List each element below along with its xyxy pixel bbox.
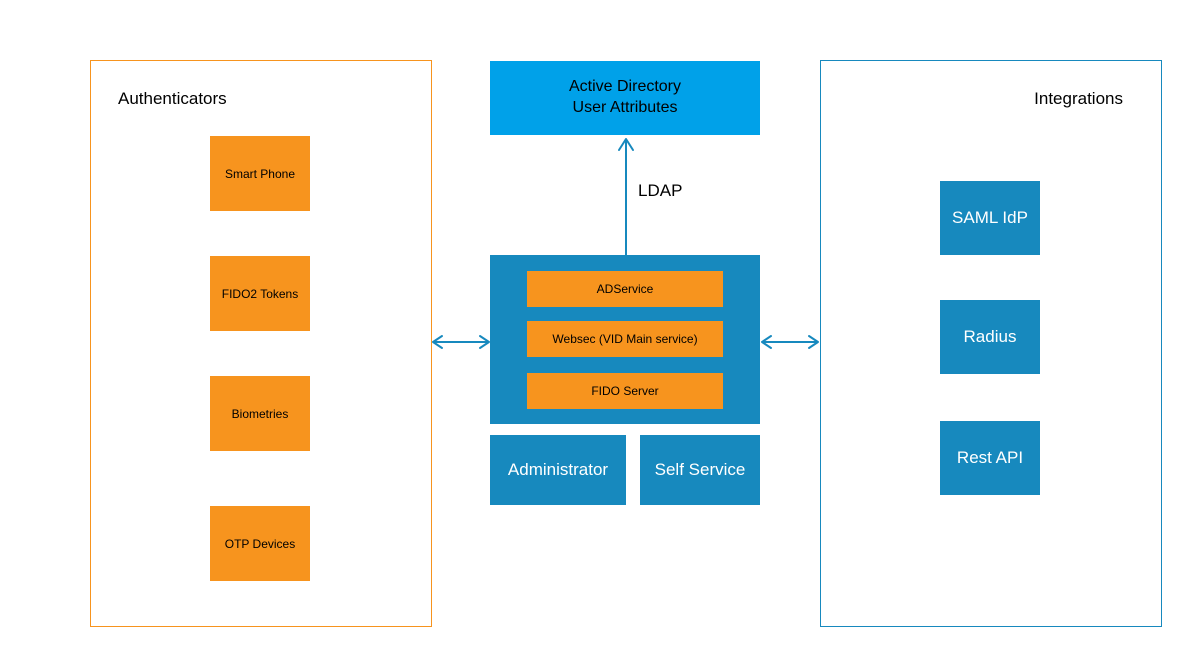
authenticator-smart-phone[interactable]: Smart Phone xyxy=(210,136,310,211)
authenticator-otp-devices[interactable]: OTP Devices xyxy=(210,506,310,581)
service-label: ADService xyxy=(596,282,654,296)
integration-saml-idp[interactable]: SAML IdP xyxy=(940,181,1040,255)
ldap-label: LDAP xyxy=(638,181,683,200)
integrations-panel[interactable]: Integrations SAML IdP Radius Rest API xyxy=(820,60,1162,627)
console-label: Self Service xyxy=(654,460,746,479)
ldap-arrow xyxy=(618,138,634,256)
active-directory-box[interactable]: Active Directory User Attributes xyxy=(490,61,760,135)
authenticator-label: OTP Devices xyxy=(224,536,296,551)
active-directory-line2: User Attributes xyxy=(572,99,678,116)
integration-rest-api[interactable]: Rest API xyxy=(940,421,1040,495)
service-label: FIDO Server xyxy=(591,384,659,398)
authenticator-label: FIDO2 Tokens xyxy=(221,286,299,301)
authenticator-label: Smart Phone xyxy=(224,166,296,181)
active-directory-line1: Active Directory xyxy=(568,78,682,96)
core-integrations-arrow xyxy=(761,335,819,349)
service-label: Websec (VID Main service) xyxy=(552,332,698,346)
integrations-panel-title: Integrations xyxy=(1034,89,1123,108)
authenticator-biometries[interactable]: Biometries xyxy=(210,376,310,451)
service-adservice[interactable]: ADService xyxy=(527,271,723,307)
integration-radius[interactable]: Radius xyxy=(940,300,1040,374)
service-websec[interactable]: Websec (VID Main service) xyxy=(527,321,723,357)
administrator-box[interactable]: Administrator xyxy=(490,435,626,505)
vid-core-box[interactable]: ADService Websec (VID Main service) FIDO… xyxy=(490,255,760,424)
service-fido-server[interactable]: FIDO Server xyxy=(527,373,723,409)
authenticators-panel[interactable]: Authenticators Smart Phone FIDO2 Tokens … xyxy=(90,60,432,627)
authenticator-fido2-tokens[interactable]: FIDO2 Tokens xyxy=(210,256,310,331)
console-label: Administrator xyxy=(507,460,609,479)
authenticator-label: Biometries xyxy=(231,406,289,421)
integration-label: SAML IdP xyxy=(952,208,1028,227)
authenticators-core-arrow xyxy=(432,335,490,349)
integration-label: Radius xyxy=(963,327,1017,346)
authenticators-panel-title: Authenticators xyxy=(118,89,227,108)
self-service-box[interactable]: Self Service xyxy=(640,435,760,505)
integration-label: Rest API xyxy=(956,448,1024,467)
